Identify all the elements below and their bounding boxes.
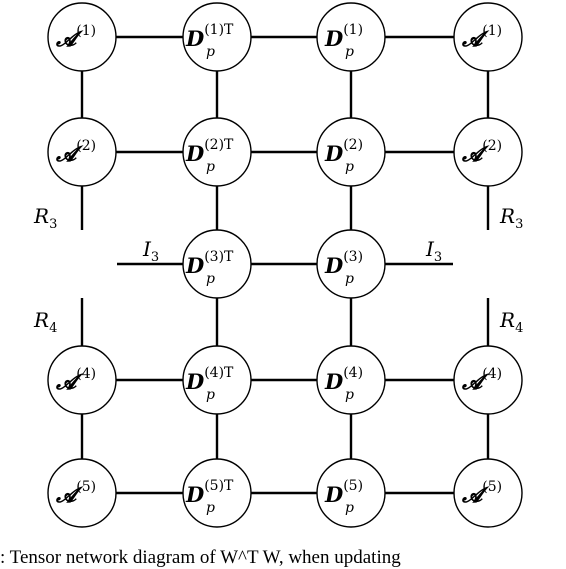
svg-text:p: p	[206, 44, 215, 60]
node-a2-left: 𝓐(2)	[47, 117, 117, 187]
node-a2-right: 𝓐(2)	[453, 117, 523, 187]
node-dt1: D(1)T p	[182, 2, 252, 72]
svg-text:D(5): D(5)	[324, 478, 363, 507]
node-d2: D(2) p	[316, 117, 386, 187]
svg-text:D(3)T: D(3)T	[185, 249, 234, 278]
svg-text:D(5)T: D(5)T	[185, 478, 234, 507]
svg-text:D(3): D(3)	[324, 249, 363, 278]
svg-text:D(4)T: D(4)T	[185, 365, 234, 394]
svg-text:p: p	[206, 159, 215, 175]
node-d5: D(5) p	[316, 458, 386, 528]
svg-text:p: p	[206, 271, 215, 287]
svg-text:D(4): D(4)	[324, 365, 363, 394]
svg-text:D(1): D(1)	[324, 22, 363, 51]
edge-label-i3-right: I3	[425, 237, 442, 265]
svg-text:D(2)T: D(2)T	[185, 137, 234, 166]
edge-label-r4-right: R4	[499, 308, 523, 336]
node-dt3: D(3)T p	[182, 229, 252, 299]
svg-text:p: p	[345, 44, 354, 60]
node-dt5: D(5)T p	[182, 458, 252, 528]
node-a5-right: 𝓐(5)	[453, 458, 523, 528]
svg-text:D(2): D(2)	[324, 137, 363, 166]
node-a4-left: 𝓐(4)	[47, 345, 117, 415]
node-dt4: D(4)T p	[182, 345, 252, 415]
svg-text:D(1)T: D(1)T	[185, 22, 234, 51]
node-d3: D(3) p	[316, 229, 386, 299]
svg-text:p: p	[206, 500, 215, 516]
edge-label-r4-left: R4	[33, 308, 57, 336]
edge-label-r3-right: R3	[499, 204, 523, 232]
node-a5-left: 𝓐(5)	[47, 458, 117, 528]
node-d4: D(4) p	[316, 345, 386, 415]
svg-text:p: p	[345, 271, 354, 287]
figure-caption: : Tensor network diagram of W^T W, when …	[0, 547, 401, 568]
edge-label-i3-left: I3	[142, 237, 159, 265]
node-a1-right: 𝓐(1)	[453, 2, 523, 72]
svg-text:p: p	[345, 387, 354, 403]
svg-text:p: p	[206, 387, 215, 403]
svg-text:p: p	[345, 159, 354, 175]
node-d1: D(1) p	[316, 2, 386, 72]
svg-text:p: p	[345, 500, 354, 516]
node-a1-left: 𝓐(1)	[47, 2, 117, 72]
node-dt2: D(2)T p	[182, 117, 252, 187]
edge-label-r3-left: R3	[33, 204, 57, 232]
svg-text:𝓐(4): 𝓐(4)	[55, 366, 96, 394]
node-a4-right: 𝓐(4)	[453, 345, 523, 415]
